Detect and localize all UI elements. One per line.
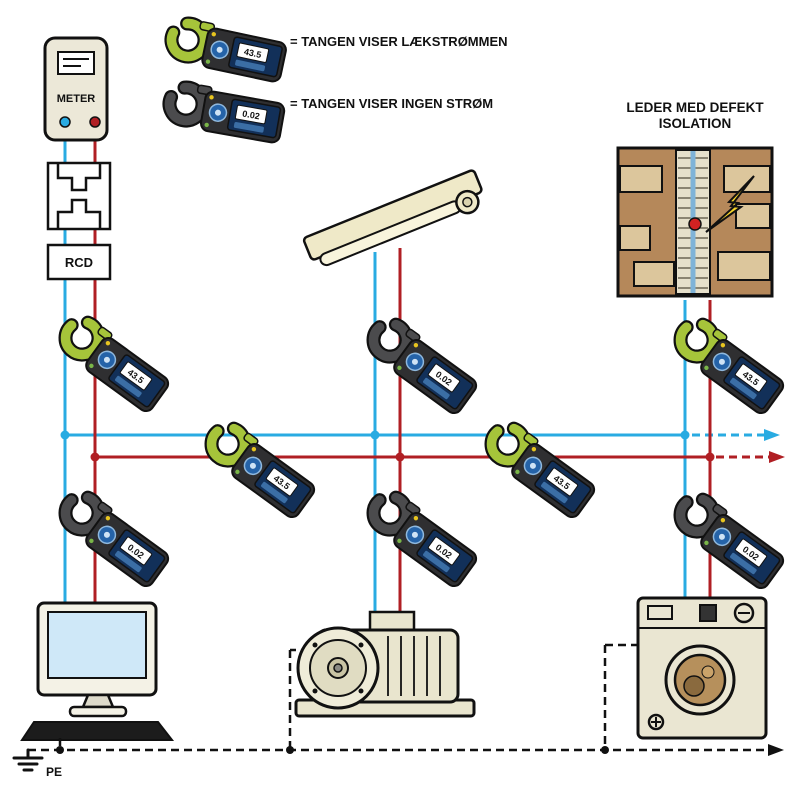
- electric-motor: [294, 610, 476, 718]
- bricks: [619, 165, 771, 287]
- live-arrow: [769, 451, 785, 463]
- fluorescent-lamp: [302, 169, 483, 267]
- legend-label-leakage: = TANGEN VISER LÆKSTRØMMEN: [290, 34, 508, 49]
- neutral-arrow: [764, 429, 780, 441]
- ground-symbol-icon: [12, 748, 44, 772]
- clamp-bus-left: 43.5: [201, 417, 319, 520]
- control-panel-button: [699, 604, 717, 622]
- neutral-terminal: [59, 116, 71, 128]
- insulation-fault-spot: [688, 217, 702, 231]
- legend-clamp-leakage: 43.5: [167, 16, 288, 83]
- service-coupler: [46, 161, 112, 231]
- wall-defect-illustration: [616, 146, 774, 298]
- rcd-label: RCD: [65, 255, 93, 270]
- electricity-meter: METER: [43, 36, 109, 142]
- lightning-bolt-icon: [705, 175, 755, 233]
- washing-machine: [636, 596, 768, 740]
- legend-label-no-current: = TANGEN VISER INGEN STRØM: [290, 96, 493, 111]
- pe-arrow: [768, 744, 784, 756]
- clamp-main-feed-lower: 0.02: [55, 486, 173, 589]
- clamp-bus-right: 43.5: [481, 417, 599, 520]
- clamp-main-feed-upper: 43.5: [55, 311, 173, 414]
- clamp-washer-branch: 0.02: [670, 488, 788, 591]
- svg-text:43.5: 43.5: [243, 47, 262, 60]
- rcd-box: RCD: [46, 243, 112, 281]
- legend-clamp-no-current: 0.02: [166, 80, 286, 143]
- wall-caption-line1: LEDER MED DEFEKT: [626, 100, 764, 115]
- pe-earth-network: PE: [12, 643, 784, 779]
- clamp-lamp-branch: 0.02: [363, 313, 481, 416]
- svg-text:0.02: 0.02: [242, 109, 261, 122]
- pe-label: PE: [46, 765, 62, 779]
- computer-monitor: [20, 601, 175, 741]
- wall-caption-line2: ISOLATION: [659, 116, 732, 131]
- clamp-motor-branch: 0.02: [363, 486, 481, 589]
- corrugated-conduit: [675, 149, 711, 295]
- keyboard: [20, 721, 175, 741]
- live-terminal: [89, 116, 101, 128]
- clamp-defect-branch: 43.5: [670, 313, 788, 416]
- meter-label: METER: [57, 93, 96, 105]
